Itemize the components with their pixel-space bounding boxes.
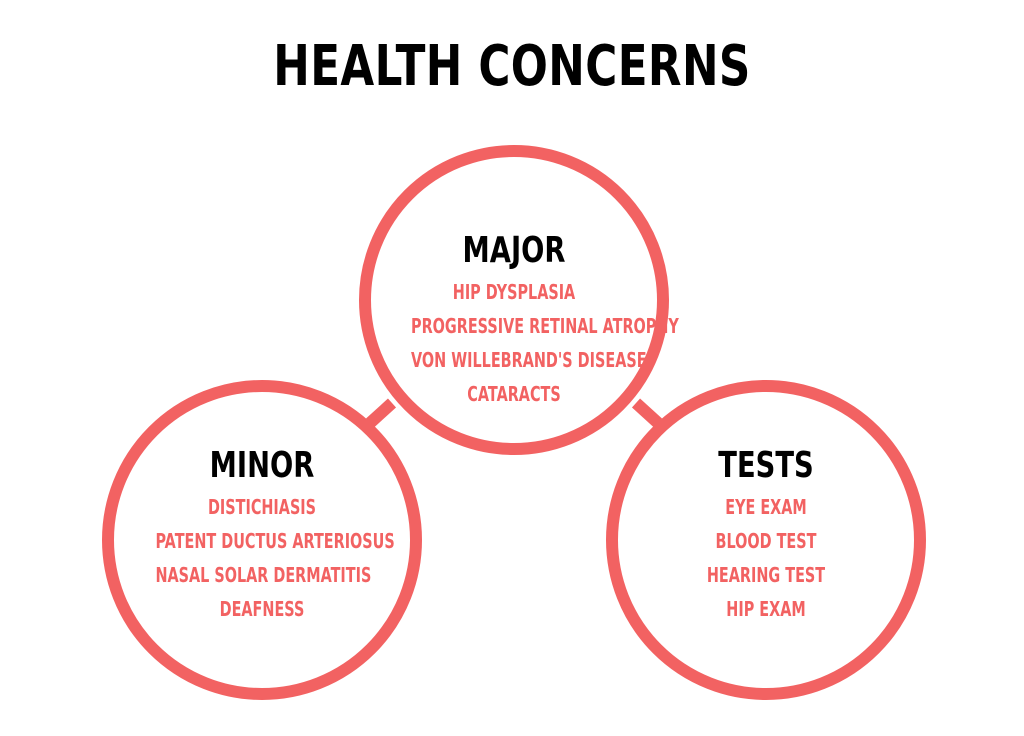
minor-heading: MINOR bbox=[209, 445, 315, 486]
minor-item: NASAL SOLAR DERMATITIS bbox=[155, 563, 372, 587]
tests-item: BLOOD TEST bbox=[715, 529, 817, 553]
connector-major-tests bbox=[631, 398, 663, 428]
connector-major-minor bbox=[365, 398, 397, 428]
major-item: HIP DYSPLASIA bbox=[452, 280, 576, 304]
minor-item: PATENT DUCTUS ARTERIOSUS bbox=[155, 529, 395, 553]
tests-item: HEARING TEST bbox=[706, 563, 826, 587]
minor-item: DISTICHIASIS bbox=[207, 495, 317, 519]
major-heading: MAJOR bbox=[462, 230, 566, 271]
tests-item: EYE EXAM bbox=[725, 495, 807, 519]
minor-circle: MINOR DISTICHIASIS PATENT DUCTUS ARTERIO… bbox=[102, 380, 422, 700]
major-item: CATARACTS bbox=[467, 382, 561, 406]
tests-item: HIP EXAM bbox=[726, 597, 806, 621]
tests-circle: TESTS EYE EXAM BLOOD TEST HEARING TEST H… bbox=[606, 380, 926, 700]
tests-heading: TESTS bbox=[718, 445, 814, 486]
major-item: VON WILLEBRAND'S DISEASE bbox=[411, 348, 647, 372]
page-title: HEALTH CONCERNS bbox=[273, 34, 751, 99]
major-item: PROGRESSIVE RETINAL ATROPHY bbox=[411, 314, 679, 338]
major-circle: MAJOR HIP DYSPLASIA PROGRESSIVE RETINAL … bbox=[359, 145, 679, 455]
minor-item: DEAFNESS bbox=[219, 597, 305, 621]
